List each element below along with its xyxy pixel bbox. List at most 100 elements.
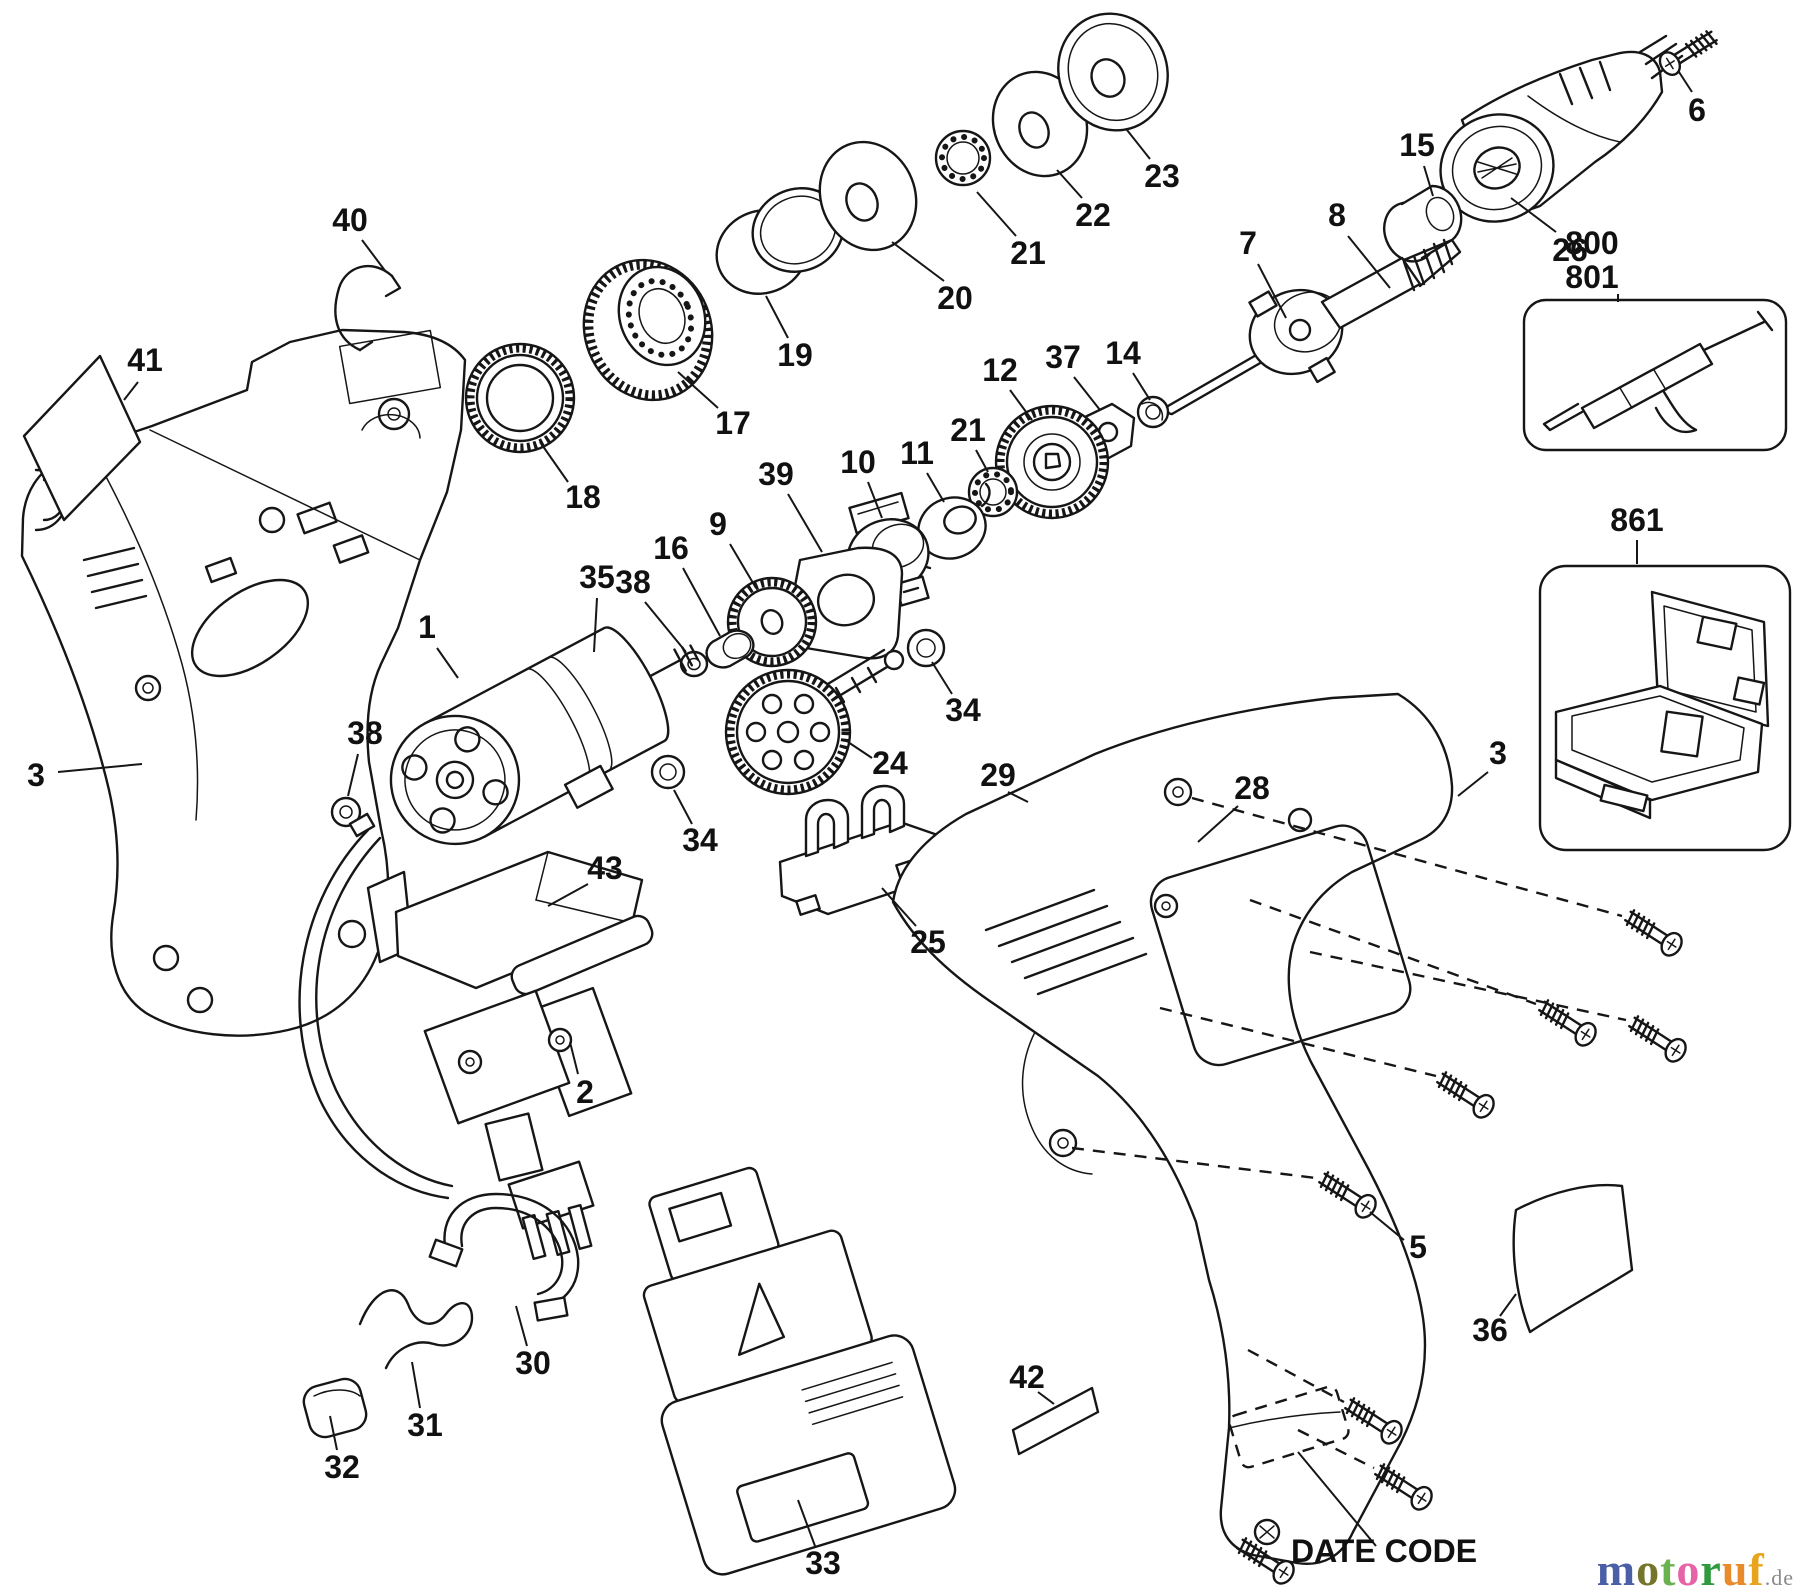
- callout-n21-b: 21: [950, 412, 986, 448]
- callout-n5: 5: [1409, 1229, 1427, 1265]
- callout-n16: 16: [653, 530, 689, 566]
- callout-n28: 28: [1234, 770, 1270, 806]
- output-gear-12: [994, 404, 1110, 520]
- callout-n12: 12: [982, 352, 1018, 388]
- callout-n8: 8: [1328, 197, 1346, 233]
- bearing-ring-21a: [934, 129, 992, 187]
- callout-n21-a: 21: [1010, 235, 1046, 271]
- callout-leader-n33: [797, 1499, 816, 1547]
- callout-leader-n37: [1073, 376, 1101, 411]
- callout-leader-n19: [765, 295, 789, 339]
- callout-leader-n16: [682, 567, 721, 637]
- callout-n33: 33: [805, 1545, 841, 1581]
- callout-n35: 35: [579, 559, 615, 595]
- callout-n1: 1: [418, 609, 436, 645]
- callout-leader-n36: [1499, 1293, 1517, 1317]
- inset-box-800-801: [1522, 298, 1788, 452]
- callout-leader-n21-a: [976, 191, 1017, 237]
- callout-leader-n11: [926, 472, 945, 503]
- watermark-suffix: .de: [1764, 1565, 1794, 1590]
- callout-leader-n25: [881, 887, 917, 927]
- gear-shaft-24: [724, 648, 905, 796]
- callout-leader-n21-b: [975, 449, 989, 473]
- callout-n41: 41: [127, 342, 163, 378]
- callout-leader-n14: [1132, 372, 1151, 401]
- callout-leader-n35: [593, 597, 598, 653]
- callout-n19: 19: [777, 337, 813, 373]
- washer-22: [991, 70, 1089, 178]
- watermark-letter-1: o: [1636, 1544, 1661, 1593]
- watermark: motoruf.de: [1597, 1547, 1794, 1593]
- bearing-ring-21b: [967, 466, 1019, 518]
- callout-leader-n34-b: [673, 789, 693, 825]
- left-housing-drawing: [20, 328, 467, 1037]
- callout-n17: 17: [715, 405, 751, 441]
- bearing-34b: [650, 754, 686, 790]
- callout-n3-right: 3: [1489, 735, 1507, 771]
- callout-n25: 25: [910, 924, 946, 960]
- callout-leader-n24: [847, 741, 873, 759]
- callout-leader-n2: [569, 1041, 579, 1075]
- callout-n801: 801: [1565, 259, 1618, 295]
- inset-box-861: [1538, 564, 1792, 852]
- callout-leader-n10: [867, 481, 883, 519]
- callout-leader-n17: [677, 371, 719, 409]
- washer-38b: [679, 650, 709, 678]
- callout-n9: 9: [709, 506, 727, 542]
- callout-leader-n38-b: [644, 601, 687, 653]
- screw-alignment-dashes: [1071, 796, 1627, 1470]
- spring-washer-14: [1136, 395, 1170, 429]
- battery-pack-33: [642, 1166, 957, 1576]
- lead-wire: [298, 812, 454, 1200]
- bearing-16: [705, 629, 755, 669]
- callout-leader-n42: [1037, 1391, 1055, 1405]
- button-32: [302, 1377, 368, 1439]
- callout-leader-n39: [787, 493, 823, 553]
- callout-n2: 2: [576, 1074, 594, 1110]
- callout-leader-n3-left: [57, 763, 143, 773]
- bearing-34a: [906, 628, 946, 668]
- chuck-26: [1439, 34, 1684, 223]
- callout-leader-n22: [1056, 169, 1083, 199]
- callout-n38-b: 38: [615, 564, 651, 600]
- callout-leader-n5: [1369, 1211, 1405, 1241]
- callout-n23: 23: [1144, 158, 1180, 194]
- lock-ring-18: [464, 342, 576, 454]
- callout-leader-n12: [1009, 389, 1033, 421]
- callout-n40: 40: [332, 202, 368, 238]
- callout-leader-n6: [1678, 71, 1693, 93]
- watermark-letter-3: o: [1676, 1544, 1701, 1593]
- callout-leader-n18: [539, 441, 569, 483]
- callout-n20: 20: [937, 280, 973, 316]
- callout-leader-n40: [361, 239, 387, 273]
- brush-holder-30: [428, 1192, 580, 1322]
- callout-n6: 6: [1688, 92, 1706, 128]
- callout-leader-n28: [1197, 805, 1239, 843]
- callout-n15: 15: [1399, 127, 1435, 163]
- callout-n37: 37: [1045, 339, 1081, 375]
- callout-n43: 43: [587, 850, 623, 886]
- callout-leader-n34-a: [931, 661, 953, 695]
- callout-leader-n8: [1347, 235, 1391, 289]
- callout-n34-a: 34: [945, 692, 981, 728]
- right-housing-drawing: [891, 692, 1454, 1565]
- callout-n26: 26: [1552, 232, 1588, 268]
- callout-leader-n43: [547, 883, 589, 907]
- collar-15: [1383, 184, 1463, 263]
- spindle-7-8: [1165, 238, 1462, 416]
- callout-n32: 32: [324, 1449, 360, 1485]
- callout-leader-n9: [729, 543, 757, 589]
- callout-n30: 30: [515, 1345, 551, 1381]
- callout-n7: 7: [1239, 225, 1257, 261]
- callout-n10: 10: [840, 444, 876, 480]
- watermark-letter-4: r: [1700, 1544, 1722, 1593]
- callout-n18: 18: [565, 479, 601, 515]
- callout-date-code: DATE CODE: [1291, 1533, 1477, 1569]
- callout-leader-n31: [411, 1361, 421, 1409]
- callout-leader-n38-a: [347, 753, 359, 797]
- callout-n3-left: 3: [27, 757, 45, 793]
- clutch-collar-17: [582, 258, 714, 402]
- callout-n22: 22: [1075, 197, 1111, 233]
- spring-wire-31: [358, 1289, 474, 1370]
- watermark-letter-0: m: [1596, 1544, 1637, 1593]
